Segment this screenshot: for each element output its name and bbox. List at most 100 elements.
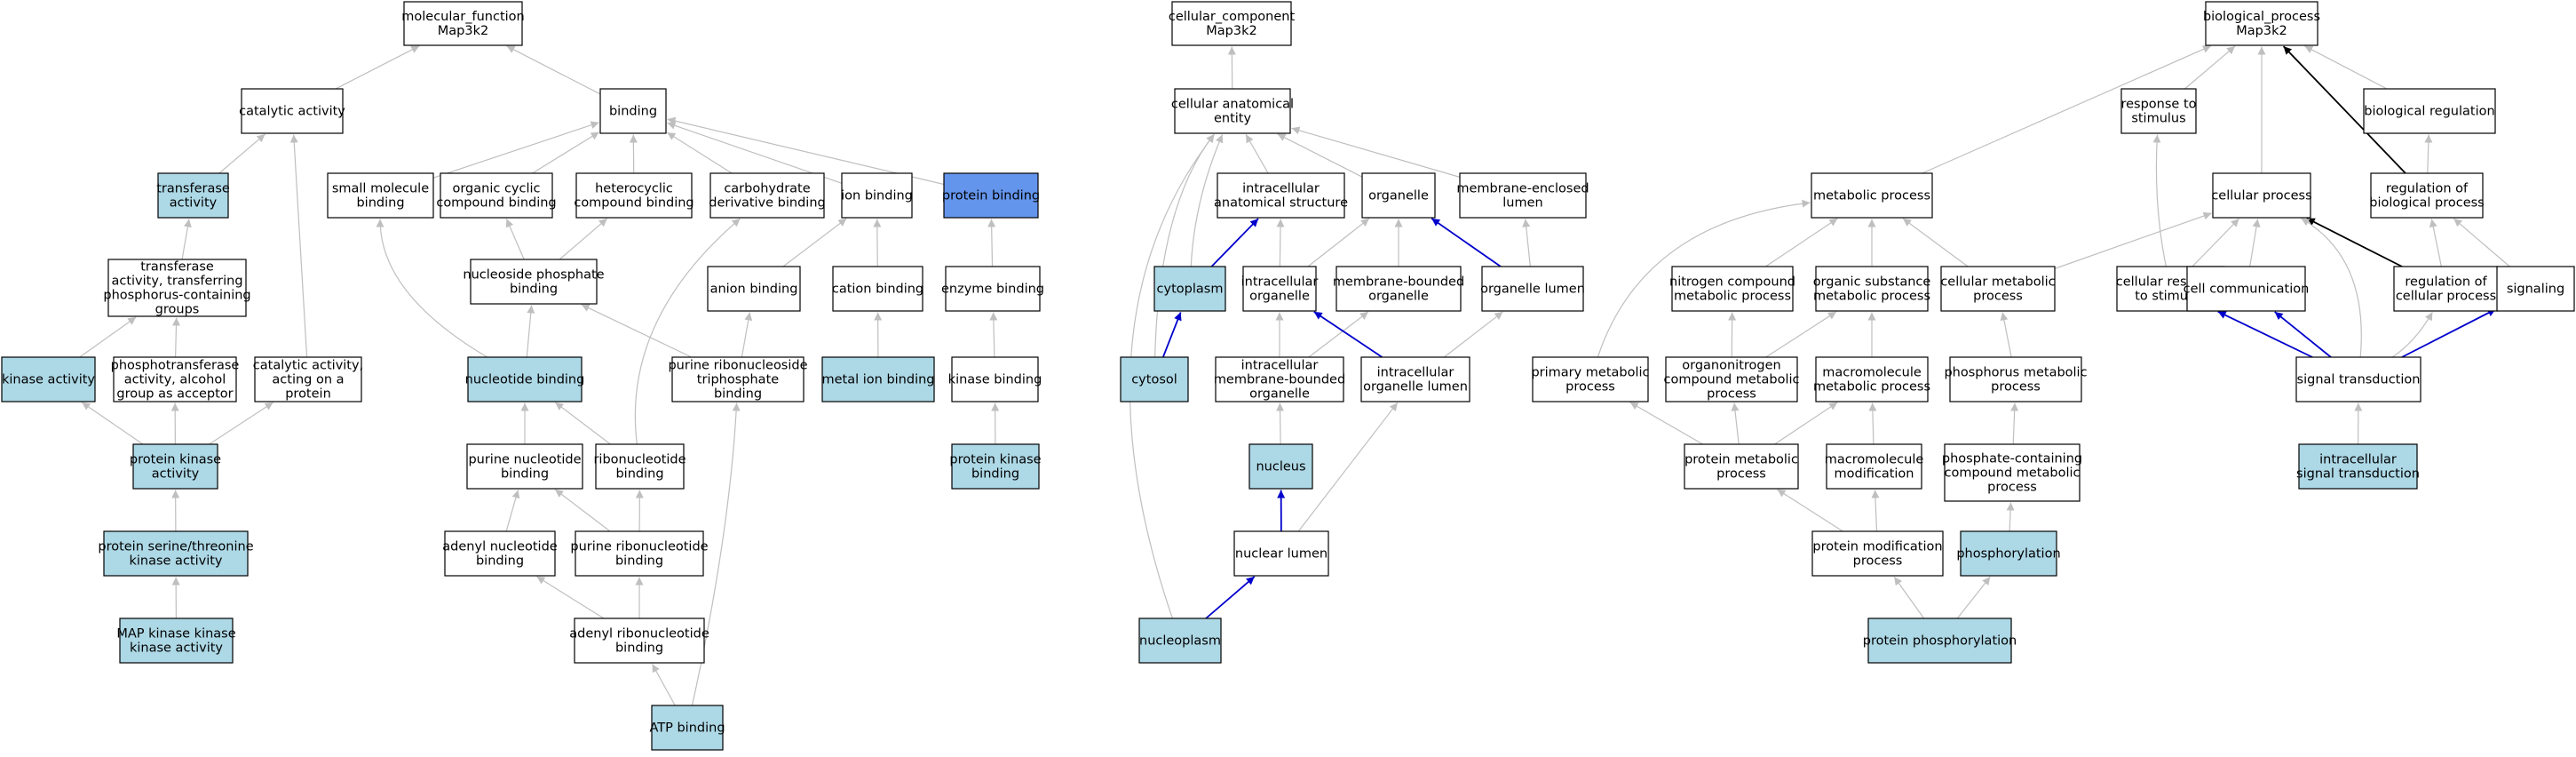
node-label-line: compound binding: [574, 195, 694, 210]
node-label-line: phosphorus-containing: [103, 288, 250, 302]
node-label-line: kinase activity: [129, 554, 222, 568]
node-organelle_lumen[interactable]: organelle lumen: [1480, 267, 1585, 311]
node-label-line: phosphotransferase: [111, 358, 240, 372]
node-phosphorylation[interactable]: phosphorylation: [1956, 531, 2060, 576]
node-label-line: activity: [170, 195, 218, 210]
node-metal_ion[interactable]: metal ion binding: [821, 357, 934, 402]
edge-ribonucleotide-to-carbohydrate: [635, 219, 740, 444]
node-nuclear_lumen[interactable]: nuclear lumen: [1234, 531, 1328, 576]
node-binding[interactable]: binding: [600, 89, 666, 133]
node-label-line: binding: [356, 195, 404, 210]
node-label-line: response to: [2120, 97, 2196, 111]
node-label-line: biological process: [2369, 195, 2484, 210]
node-label-line: small molecule: [332, 181, 429, 195]
node-signal_transduction[interactable]: signal transduction: [2296, 357, 2421, 402]
node-label-line: cellular_component: [1169, 10, 1296, 24]
node-label-line: triphosphate: [697, 372, 779, 386]
node-enzyme_binding[interactable]: enzyme binding: [941, 267, 1044, 311]
node-label-line: biological regulation: [2364, 104, 2494, 118]
node-bio_regulation[interactable]: biological regulation: [2364, 89, 2495, 133]
node-cytosol[interactable]: cytosol: [1121, 357, 1188, 402]
node-cell_comm[interactable]: cell communication: [2184, 267, 2310, 311]
node-signaling[interactable]: signaling: [2497, 267, 2574, 311]
node-label-line: binding: [501, 466, 549, 481]
node-cytoplasm[interactable]: cytoplasm: [1154, 267, 1225, 311]
edge-enzyme_binding-to-protein_binding: [992, 219, 993, 267]
edge-organelle_lumen-to-membrane_enclosed: [1526, 219, 1531, 267]
node-metabolic[interactable]: metabolic process: [1811, 173, 1932, 218]
edge-nitrogen-to-metabolic: [1765, 219, 1837, 267]
node-nucleoplasm[interactable]: nucleoplasm: [1139, 618, 1221, 663]
node-nucleus[interactable]: nucleus: [1249, 444, 1312, 489]
node-atp_binding[interactable]: ATP binding: [649, 705, 725, 750]
node-label-line: binding: [615, 641, 663, 655]
edge-protein_metabolic-to-macromolecule_met: [1775, 402, 1838, 444]
edge-cell_metabolic-to-metabolic: [1903, 219, 1968, 267]
node-label-line: anion binding: [710, 282, 798, 296]
edge-nucleoplasm-to-nuclear_lumen: [1206, 577, 1255, 618]
node-nucleotide_binding[interactable]: nucleotide binding: [465, 357, 585, 402]
node-catalytic[interactable]: catalytic activity: [239, 89, 345, 133]
node-protein_binding[interactable]: protein binding: [942, 173, 1040, 218]
node-protein_phosphorylation[interactable]: protein phosphorylation: [1863, 618, 2017, 663]
edge-ribonucleotide-to-nucleotide_binding: [555, 402, 610, 444]
node-anion_binding[interactable]: anion binding: [708, 267, 800, 311]
node-label-line: nucleus: [1256, 459, 1305, 474]
node-cation_binding[interactable]: cation binding: [832, 267, 923, 311]
node-kinase_binding[interactable]: kinase binding: [948, 357, 1042, 402]
edge-anion_binding-to-ion_binding: [783, 219, 846, 267]
node-label-line: binding: [615, 466, 663, 481]
node-kinase_activity[interactable]: kinase activity: [2, 357, 95, 402]
edge-organic_cyclic-to-binding: [533, 132, 599, 173]
node-cellular_process[interactable]: cellular process: [2211, 173, 2311, 218]
node-ion_binding[interactable]: ion binding: [841, 173, 913, 218]
node-label-line: compound metabolic: [1945, 466, 2081, 480]
node-organelle[interactable]: organelle: [1362, 173, 1435, 218]
